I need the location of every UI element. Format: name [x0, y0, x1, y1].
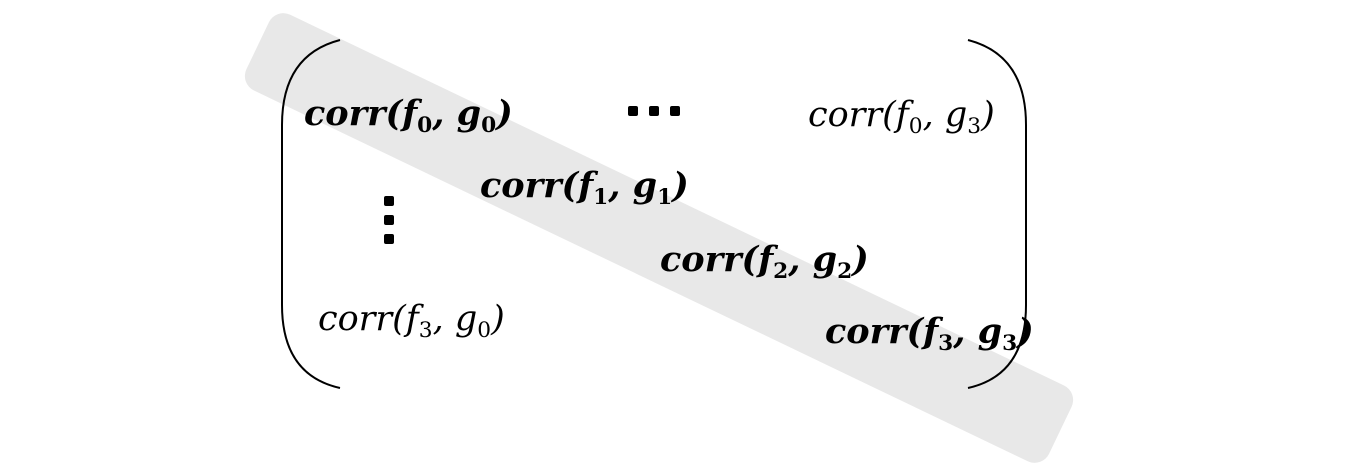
right-bracket: [967, 39, 1027, 389]
paren-open: (: [741, 239, 759, 280]
entry-f: f: [923, 311, 939, 352]
correlation-matrix-figure: corr(f0, g0) corr(f1, g1) corr(f2, g2) c…: [239, 7, 1079, 468]
entry-g: g: [456, 93, 482, 134]
dot: [628, 106, 638, 116]
entry-f: f: [895, 95, 909, 135]
entry-f-sub: 0: [417, 112, 433, 138]
comma: ,: [432, 93, 457, 134]
entry-g-sub: 2: [837, 258, 853, 284]
paren-close: ): [672, 165, 689, 206]
paren-open: (: [906, 311, 924, 352]
entry-fn: corr: [304, 93, 386, 134]
entry-g-sub: 1: [657, 184, 673, 210]
entry-g: g: [812, 239, 838, 280]
dot: [384, 196, 394, 206]
comma: ,: [953, 311, 978, 352]
paren-open: (: [385, 93, 403, 134]
entry-3-0: corr(f3, g0): [318, 299, 505, 342]
entry-2-2: corr(f2, g2): [660, 239, 869, 282]
dot: [649, 106, 659, 116]
paren-open: (: [392, 299, 406, 339]
entry-g: g: [977, 311, 1003, 352]
matrix-brackets: [281, 39, 1027, 389]
entry-f: f: [402, 93, 418, 134]
comma: ,: [788, 239, 813, 280]
paren-close: ): [852, 239, 869, 280]
comma: ,: [608, 165, 633, 206]
entry-g: g: [454, 299, 478, 339]
comma: ,: [432, 299, 455, 339]
dot: [384, 234, 394, 244]
entry-fn: corr: [480, 165, 562, 206]
entry-f: f: [578, 165, 594, 206]
entry-g: g: [632, 165, 658, 206]
entry-g-sub: 3: [967, 113, 982, 139]
entry-g-sub: 0: [477, 317, 492, 343]
entry-g-sub: 0: [481, 112, 497, 138]
paren-open: (: [882, 95, 896, 135]
paren-close: ): [1017, 311, 1034, 352]
entry-1-1: corr(f1, g1): [480, 165, 689, 208]
entry-f-sub: 2: [773, 258, 789, 284]
entry-fn: corr: [825, 311, 907, 352]
left-bracket: [281, 39, 341, 389]
dot: [670, 106, 680, 116]
entry-fn: corr: [318, 299, 393, 339]
entry-3-3: corr(f3, g3): [825, 311, 1034, 354]
entry-fn: corr: [660, 239, 742, 280]
paren-open: (: [561, 165, 579, 206]
paren-close: ): [981, 95, 995, 135]
entry-0-0: corr(f0, g0): [304, 93, 513, 136]
entry-f-sub: 3: [938, 330, 954, 356]
entry-f-sub: 0: [908, 113, 923, 139]
entry-f: f: [758, 239, 774, 280]
entry-f: f: [405, 299, 419, 339]
paren-close: ): [491, 299, 505, 339]
paren-close: ): [496, 93, 513, 134]
entry-g-sub: 3: [1002, 330, 1018, 356]
entry-f-sub: 3: [418, 317, 433, 343]
entry-0-3: corr(f0, g3): [808, 95, 995, 138]
comma: ,: [922, 95, 945, 135]
entry-fn: corr: [808, 95, 883, 135]
entry-f-sub: 1: [593, 184, 609, 210]
dot: [384, 215, 394, 225]
entry-g: g: [944, 95, 968, 135]
